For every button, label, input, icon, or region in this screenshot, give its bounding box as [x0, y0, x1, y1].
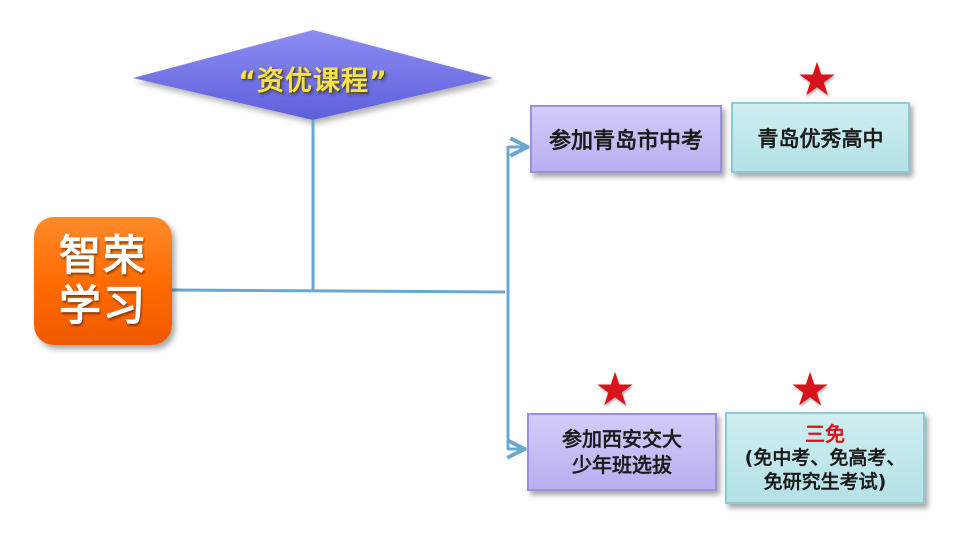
xjtu-select-line1: 参加西安交大	[562, 427, 682, 451]
three-free-line1: (免中考、免高考、	[744, 447, 906, 469]
star-icon: ★	[594, 362, 636, 416]
star-icon: ★	[789, 362, 831, 416]
top-diamond-label: “资优课程”	[238, 65, 388, 97]
star-icon: ★	[796, 52, 838, 106]
qingdao-exam-box: 参加青岛市中考	[530, 105, 722, 173]
qingdao-high-label: 青岛优秀高中	[757, 126, 884, 151]
qingdao-exam-label: 参加青岛市中考	[548, 129, 703, 154]
top-diamond-shape	[133, 30, 493, 120]
three-free-line2: 免研究生考试)	[763, 471, 887, 493]
start-box: 智荣 学习	[34, 217, 172, 345]
connector-main-horizontal	[171, 288, 506, 294]
connector-lines	[171, 120, 526, 450]
qingdao-high-box: 青岛优秀高中	[731, 102, 910, 173]
three-free-box: 三免 (免中考、免高考、 免研究生考试)	[725, 412, 925, 504]
three-free-title: 三免	[805, 422, 845, 446]
start-box-line2: 学习	[58, 281, 147, 330]
xjtu-select-line2: 少年班选拔	[572, 453, 672, 477]
start-box-line1: 智荣	[58, 231, 147, 280]
xjtu-select-box: 参加西安交大 少年班选拔	[527, 413, 717, 491]
